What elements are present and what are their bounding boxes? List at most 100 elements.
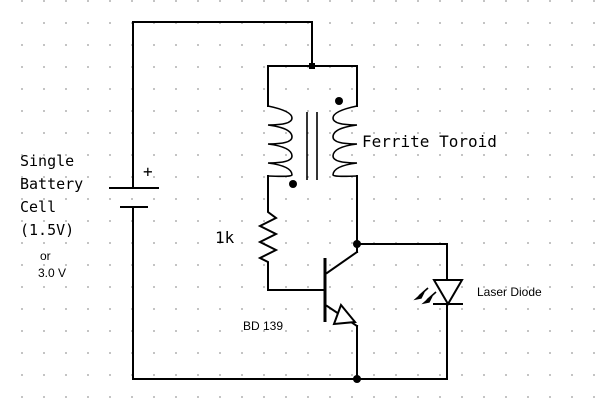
grid-dot [527, 352, 529, 354]
grid-dot [483, 220, 485, 222]
grid-dot [329, 286, 331, 288]
grid-dot [241, 132, 243, 134]
grid-dot [527, 308, 529, 310]
grid-dot [43, 330, 45, 332]
grid-dot [87, 176, 89, 178]
grid-dot [395, 22, 397, 24]
grid-dot [285, 132, 287, 134]
grid-dot [21, 198, 23, 200]
grid-dot [461, 242, 463, 244]
battery-label-line4: (1.5V) [20, 221, 75, 239]
grid-dot [263, 132, 265, 134]
grid-dot [109, 176, 111, 178]
grid-dot [21, 374, 23, 376]
grid-dot [285, 88, 287, 90]
grid-dot [461, 176, 463, 178]
grid-dot [505, 66, 507, 68]
grid-dot [505, 154, 507, 156]
transistor-label: BD 139 [243, 319, 284, 333]
grid-dot [505, 0, 507, 2]
grid-dot [549, 330, 551, 332]
grid-dot [153, 154, 155, 156]
grid-dot [21, 176, 23, 178]
grid-dot [461, 88, 463, 90]
grid-dot [373, 330, 375, 332]
battery-label-line1: Single [20, 152, 75, 170]
resistor-label: 1k [215, 228, 235, 247]
grid-dot [527, 88, 529, 90]
grid-dot [109, 242, 111, 244]
grid-dot [373, 0, 375, 2]
grid-dot [307, 110, 309, 112]
grid-dot [175, 308, 177, 310]
grid-dot [43, 22, 45, 24]
grid-dot [263, 0, 265, 2]
grid-dot [417, 176, 419, 178]
grid-dot [527, 374, 529, 376]
grid-dot [65, 330, 67, 332]
grid-dot [527, 286, 529, 288]
grid-dot [483, 374, 485, 376]
grid-dot [373, 396, 375, 398]
grid-dot [505, 242, 507, 244]
grid-dot [21, 44, 23, 46]
grid-dot [175, 44, 177, 46]
junction-top [309, 63, 315, 69]
grid-dot [197, 154, 199, 156]
grid-dot [263, 330, 265, 332]
grid-dot [571, 374, 573, 376]
grid-dot [373, 220, 375, 222]
grid-dot [505, 396, 507, 398]
grid-dot [263, 66, 265, 68]
grid-dot [505, 330, 507, 332]
grid-dot [241, 308, 243, 310]
grid-dot [461, 264, 463, 266]
grid-dot [483, 66, 485, 68]
left-coil [267, 105, 293, 178]
grid-dot [285, 330, 287, 332]
grid-dot [373, 88, 375, 90]
grid-dot [109, 110, 111, 112]
grid-dot [483, 88, 485, 90]
grid-dot [263, 220, 265, 222]
grid-dot [461, 22, 463, 24]
grid-dot [285, 374, 287, 376]
grid-dot [461, 66, 463, 68]
grid-dot [549, 308, 551, 310]
grid-dot [483, 286, 485, 288]
grid-dot [527, 330, 529, 332]
grid-dot [593, 352, 595, 354]
grid-dot [593, 110, 595, 112]
grid-dot [43, 0, 45, 2]
grid-dot [505, 286, 507, 288]
grid-dot [43, 374, 45, 376]
grid-dot [351, 308, 353, 310]
grid-dot [461, 110, 463, 112]
grid-dot [439, 308, 441, 310]
grid-dot [241, 154, 243, 156]
grid-dot [505, 22, 507, 24]
grid-dot [527, 44, 529, 46]
grid-dot [439, 88, 441, 90]
grid-dot [263, 88, 265, 90]
grid-dot [395, 132, 397, 134]
grid-dot [109, 198, 111, 200]
grid-dot [593, 44, 595, 46]
grid-dot [395, 176, 397, 178]
grid-dot [483, 198, 485, 200]
grid-dot [395, 352, 397, 354]
grid-dot [461, 0, 463, 2]
grid-dot [571, 44, 573, 46]
grid-dot [549, 220, 551, 222]
grid-dot [439, 264, 441, 266]
grid-dot [483, 110, 485, 112]
grid-dot [351, 22, 353, 24]
grid-dot [329, 132, 331, 134]
grid-dot [87, 132, 89, 134]
grid-dot [241, 88, 243, 90]
grid-dot [593, 396, 595, 398]
grid-dot [307, 374, 309, 376]
grid-dot [109, 220, 111, 222]
grid-dot [571, 308, 573, 310]
grid-dot [593, 198, 595, 200]
